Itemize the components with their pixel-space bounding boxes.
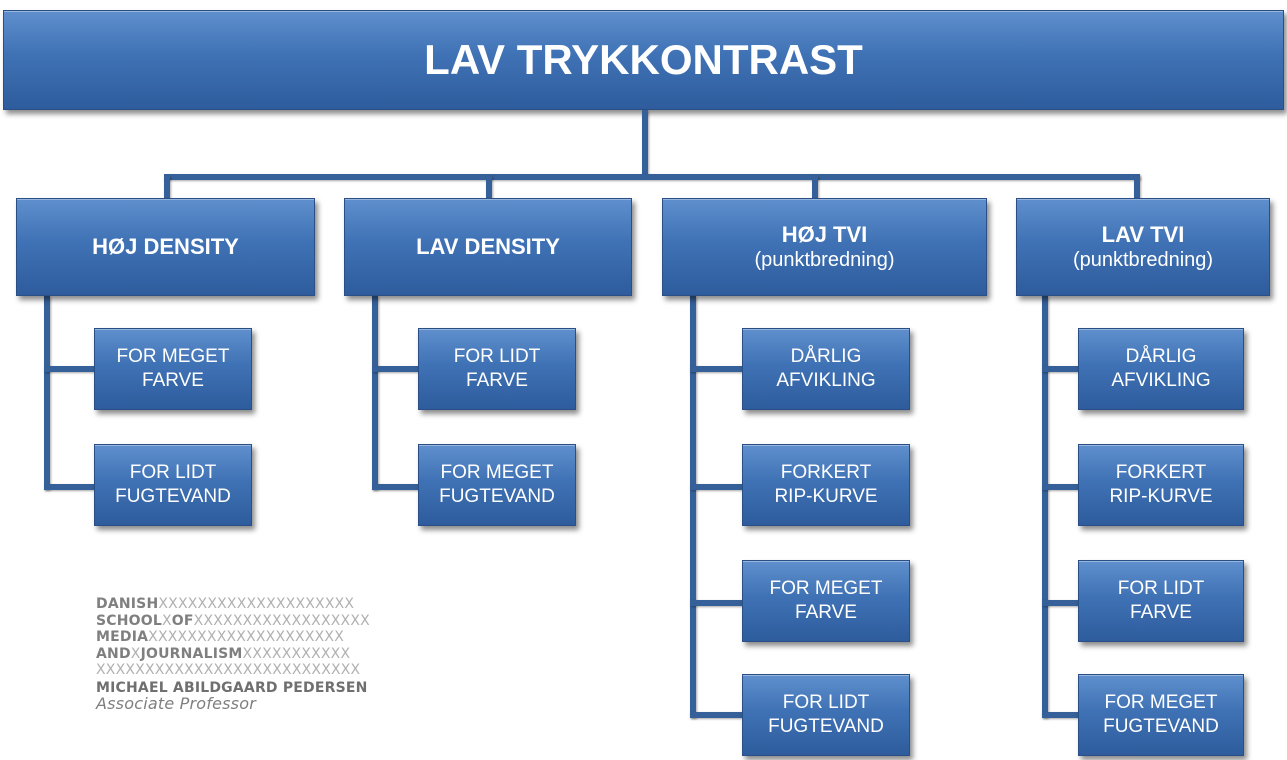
branch-4-1 xyxy=(1042,366,1078,372)
cause-node: FOR LIDT FARVE xyxy=(1078,560,1244,642)
cause-line-1: FORKERT xyxy=(780,462,872,484)
cause-node: DÅRLIG AFVIKLING xyxy=(1078,328,1244,410)
drop-connector-3 xyxy=(812,176,818,198)
cause-line-2: FARVE xyxy=(466,370,528,391)
branch-4-4 xyxy=(1042,712,1078,718)
logo-word: JOURNALISM xyxy=(140,645,243,662)
logo-filler: X xyxy=(162,612,172,629)
logo-line-4: ANDXJOURNALISMXXXXXXXXXXX xyxy=(96,646,370,663)
cause-line-2: RIP-KURVE xyxy=(774,486,878,507)
trunk-connector xyxy=(642,110,648,176)
cause-node: FOR MEGET FUGTEVAND xyxy=(418,444,576,526)
branch-1-2 xyxy=(44,484,94,490)
column-head-hoj-density: HØJ DENSITY xyxy=(16,198,315,296)
cause-line-2: AFVIKLING xyxy=(1111,370,1211,391)
logo-filler: XXXXXXXXXXX xyxy=(242,645,351,662)
column-subheading: (punktbredning) xyxy=(1072,249,1214,272)
logo-line-5: XXXXXXXXXXXXXXXXXXXXXXXXXXX xyxy=(96,662,370,679)
cause-line-2: AFVIKLING xyxy=(776,370,876,391)
cause-line-1: FOR LIDT xyxy=(1117,578,1205,600)
cause-line-2: FARVE xyxy=(142,370,204,391)
cause-node: DÅRLIG AFVIKLING xyxy=(742,328,910,410)
spine-4 xyxy=(1042,296,1048,718)
spine-2 xyxy=(372,296,378,490)
cause-line-2: FUGTEVAND xyxy=(768,716,884,737)
cause-line-1: FOR MEGET xyxy=(769,578,883,600)
logo-line-1: DANISHXXXXXXXXXXXXXXXXXXXX xyxy=(96,596,370,613)
cause-node: FOR MEGET FUGTEVAND xyxy=(1078,674,1244,756)
cause-line-2: FUGTEVAND xyxy=(439,486,555,507)
logo-filler: XXXXXXXXXXXXXXXXXXXX xyxy=(158,596,355,612)
branch-4-2 xyxy=(1042,484,1078,490)
column-head-lav-tvi: LAV TVI (punktbredning) xyxy=(1016,198,1270,296)
logo-filler: XXXXXXXXXXXXXXXXXXXXXXXXXXX xyxy=(96,662,361,678)
column-heading: LAV DENSITY xyxy=(416,234,560,260)
column-head-lav-density: LAV DENSITY xyxy=(344,198,632,296)
cause-node: FORKERT RIP-KURVE xyxy=(742,444,910,526)
drop-connector-4 xyxy=(1134,176,1140,198)
column-subheading: (punktbredning) xyxy=(754,249,895,272)
cause-line-1: FOR MEGET xyxy=(440,462,554,484)
cause-line-1: FOR LIDT xyxy=(129,462,217,484)
branch-1-1 xyxy=(44,366,94,372)
logo-word: OF xyxy=(171,612,194,629)
cause-line-1: FOR MEGET xyxy=(116,346,230,368)
cause-line-2: FARVE xyxy=(1130,602,1192,623)
cause-line-1: DÅRLIG xyxy=(1125,346,1197,368)
cause-node: FOR LIDT FUGTEVAND xyxy=(742,674,910,756)
logo-word: MEDIA xyxy=(96,629,149,645)
cause-node: FORKERT RIP-KURVE xyxy=(1078,444,1244,526)
cause-line-2: FARVE xyxy=(795,602,857,623)
branch-3-2 xyxy=(690,484,742,490)
logo-filler: XXXXXXXXXXXXXXXXXX xyxy=(193,612,370,629)
author-role: Associate Professor xyxy=(96,694,256,713)
cause-node: FOR MEGET FARVE xyxy=(742,560,910,642)
cause-line-1: DÅRLIG xyxy=(790,346,862,368)
branch-2-1 xyxy=(372,366,418,372)
cause-node: FOR LIDT FUGTEVAND xyxy=(94,444,252,526)
root-title: LAV TRYKKONTRAST xyxy=(424,35,863,83)
column-heading: HØJ DENSITY xyxy=(92,234,239,260)
drop-connector-2 xyxy=(486,176,492,198)
logo-word: AND xyxy=(96,645,131,662)
branch-3-4 xyxy=(690,712,742,718)
author-name: MICHAEL ABILDGAARD PEDERSEN xyxy=(96,679,368,696)
column-head-hoj-tvi: HØJ TVI (punktbredning) xyxy=(662,198,987,296)
spine-3 xyxy=(690,296,696,718)
school-logo: DANISHXXXXXXXXXXXXXXXXXXXX SCHOOLXOFXXXX… xyxy=(96,596,370,713)
branch-2-2 xyxy=(372,484,418,490)
column-heading: HØJ TVI xyxy=(781,221,868,247)
logo-filler: X xyxy=(130,645,141,662)
cause-line-1: FORKERT xyxy=(1115,462,1207,484)
root-node: LAV TRYKKONTRAST xyxy=(3,10,1284,110)
drop-connector-1 xyxy=(164,176,170,198)
cause-line-2: FUGTEVAND xyxy=(115,486,231,507)
cause-node: FOR MEGET FARVE xyxy=(94,328,252,410)
cause-line-2: RIP-KURVE xyxy=(1109,486,1213,507)
cause-line-1: FOR LIDT xyxy=(453,346,541,368)
branch-4-3 xyxy=(1042,600,1078,606)
branch-3-3 xyxy=(690,600,742,606)
logo-line-2: SCHOOLXOFXXXXXXXXXXXXXXXXXX xyxy=(96,613,370,630)
logo-word: DANISH xyxy=(96,596,159,612)
cause-node: FOR LIDT FARVE xyxy=(418,328,576,410)
bus-connector xyxy=(164,174,1140,180)
cause-line-1: FOR LIDT xyxy=(782,692,870,714)
cause-line-1: FOR MEGET xyxy=(1104,692,1218,714)
branch-3-1 xyxy=(690,366,742,372)
logo-filler: XXXXXXXXXXXXXXXXXXXX xyxy=(148,629,344,645)
logo-word: SCHOOL xyxy=(96,612,162,629)
spine-1 xyxy=(44,296,50,490)
logo-line-3: MEDIAXXXXXXXXXXXXXXXXXXXX xyxy=(96,629,370,646)
column-heading: LAV TVI xyxy=(1101,221,1185,247)
cause-line-2: FUGTEVAND xyxy=(1103,716,1219,737)
